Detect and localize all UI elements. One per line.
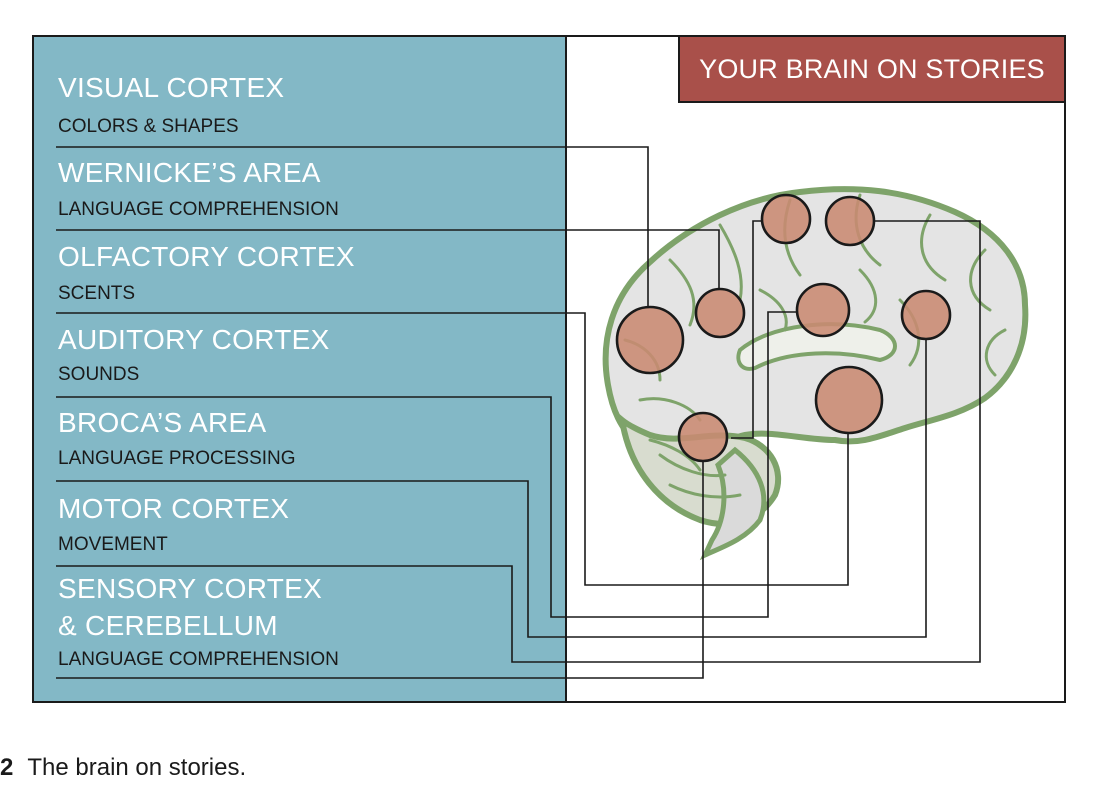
connector-olfactory-cortex xyxy=(56,312,849,586)
region-name-visual-cortex: VISUAL CORTEX xyxy=(58,72,285,103)
connector-wernickes-area xyxy=(56,229,720,290)
caption-text: The brain on stories. xyxy=(27,754,247,781)
marker-auditory-cortex xyxy=(795,282,851,338)
diagram-title: YOUR BRAIN ON STORIES xyxy=(678,35,1066,103)
brain-illustration xyxy=(602,186,1029,561)
region-name-wernickes-area: WERNICKE’S AREA xyxy=(58,157,321,188)
region-desc-olfactory-cortex: SCENTS xyxy=(58,283,136,304)
marker-visual-cortex xyxy=(615,305,685,375)
region-desc-motor-cortex: MOVEMENT xyxy=(58,534,168,555)
region-name-auditory-cortex: AUDITORY CORTEX xyxy=(58,324,330,355)
region-name-olfactory-cortex: OLFACTORY CORTEX xyxy=(58,241,355,272)
region-name-motor-cortex: MOTOR CORTEX xyxy=(58,493,290,524)
connector-olfactory-inner xyxy=(731,220,763,439)
region-desc-visual-cortex: COLORS & SHAPES xyxy=(58,116,239,137)
marker-brocas-area xyxy=(900,289,952,341)
region-name-cerebellum: & CEREBELLUM xyxy=(58,610,278,641)
figure-caption: 2 The brain on stories. xyxy=(0,754,246,782)
connector-brocas-area xyxy=(56,340,927,638)
marker-sensory-cortex xyxy=(677,411,729,463)
region-desc-wernickes-area: LANGUAGE COMPREHENSION xyxy=(58,199,339,220)
marker-motor-cortex-right xyxy=(824,195,876,247)
connector-motor-cortex xyxy=(56,220,981,663)
region-desc-brocas-area: LANGUAGE PROCESSING xyxy=(58,448,296,469)
region-markers xyxy=(615,193,952,463)
connector-visual-cortex xyxy=(56,146,649,308)
caption-number: 2 xyxy=(0,754,14,781)
connector-auditory-cortex xyxy=(56,311,798,618)
marker-olfactory-cortex xyxy=(814,365,884,435)
region-name-sensory-cortex: SENSORY CORTEX xyxy=(58,573,323,604)
region-name-brocas-area: BROCA’S AREA xyxy=(58,407,267,438)
brainstem-shape xyxy=(699,446,767,561)
region-desc-auditory-cortex: SOUNDS xyxy=(58,364,140,385)
region-desc-sensory-cortex: LANGUAGE COMPREHENSION xyxy=(58,649,339,670)
marker-wernickes-area xyxy=(694,287,746,339)
connector-lines xyxy=(56,146,981,679)
marker-motor-cortex-left xyxy=(760,193,812,245)
connector-sensory-cortex xyxy=(56,462,704,679)
